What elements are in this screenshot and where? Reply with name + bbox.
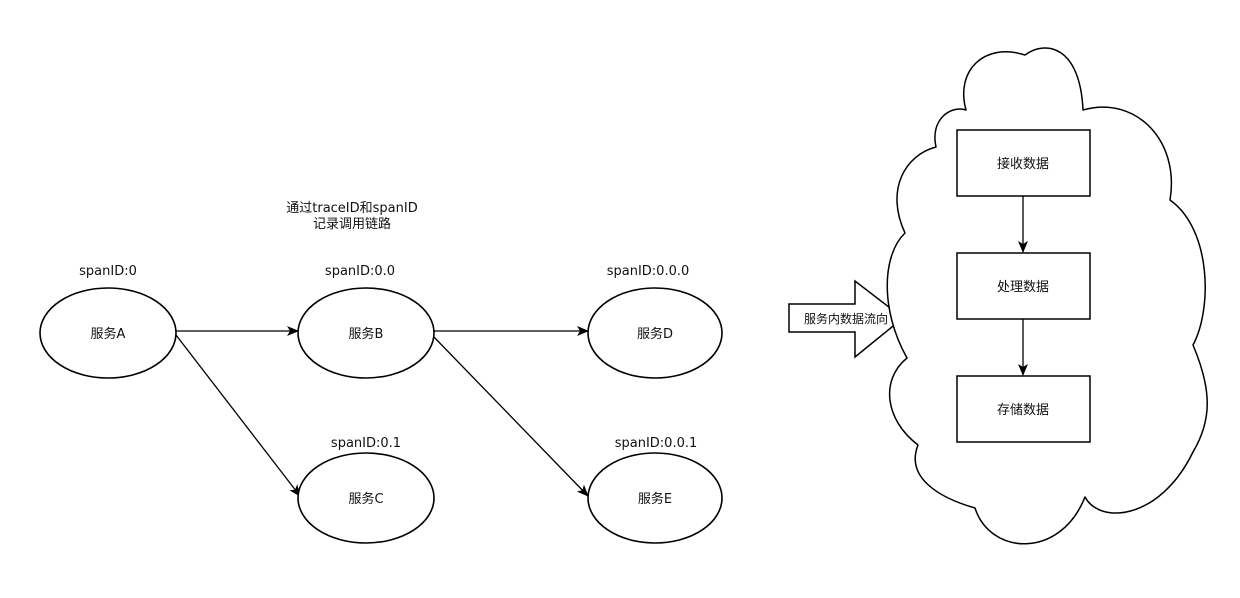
service-ellipse-b	[297, 287, 435, 379]
service-ellipse-e	[587, 452, 723, 544]
cloud-step-label: 接收数据	[997, 156, 1049, 172]
edge-b-to-e	[431, 334, 589, 497]
cloud-step-process: 处理数据	[956, 252, 1091, 320]
cloud-step-box	[956, 252, 1091, 320]
service-node-a: spanID:0 服务A	[39, 264, 177, 379]
edge-a-to-c	[175, 334, 301, 497]
flow-arrow-label: 服务内数据流向	[804, 311, 888, 326]
span-label-a: spanID:0	[79, 264, 137, 279]
service-label-e: 服务E	[638, 491, 672, 507]
span-label-b: spanID:0.0	[325, 264, 395, 279]
service-label-c: 服务C	[348, 491, 383, 507]
cloud-step-label: 处理数据	[997, 280, 1049, 295]
service-node-d: spanID:0.0.0 服务D	[587, 264, 723, 379]
annotation-line-1: 通过traceID和spanID	[286, 201, 417, 216]
edges	[175, 326, 589, 497]
block-arrow-shape	[788, 279, 905, 359]
service-label-a: 服务A	[91, 326, 126, 342]
service-ellipse-a	[39, 287, 177, 379]
cloud: 接收数据 处理数据 存储数据	[886, 47, 1208, 545]
span-label-d: spanID:0.0.0	[607, 264, 690, 279]
cloud-step-box	[956, 129, 1091, 197]
service-node-b: spanID:0.0 服务B	[297, 264, 435, 379]
cloud-step-store: 存储数据	[956, 375, 1091, 443]
annotation-line-2: 记录调用链路	[313, 216, 391, 232]
service-ellipse-d	[587, 287, 723, 379]
service-label-d: 服务D	[637, 326, 673, 342]
service-node-e: spanID:0.0.1 服务E	[587, 436, 723, 544]
service-node-c: spanID:0.1 服务C	[297, 436, 435, 544]
span-label-e: spanID:0.0.1	[615, 436, 698, 451]
span-label-c: spanID:0.1	[331, 436, 401, 451]
flow-arrow: 服务内数据流向	[788, 279, 905, 359]
cloud-step-label: 存储数据	[997, 403, 1049, 418]
service-label-b: 服务B	[349, 326, 384, 342]
cloud-step-receive: 接收数据	[956, 129, 1091, 197]
cloud-step-box	[956, 375, 1091, 443]
service-ellipse-c	[297, 452, 435, 544]
